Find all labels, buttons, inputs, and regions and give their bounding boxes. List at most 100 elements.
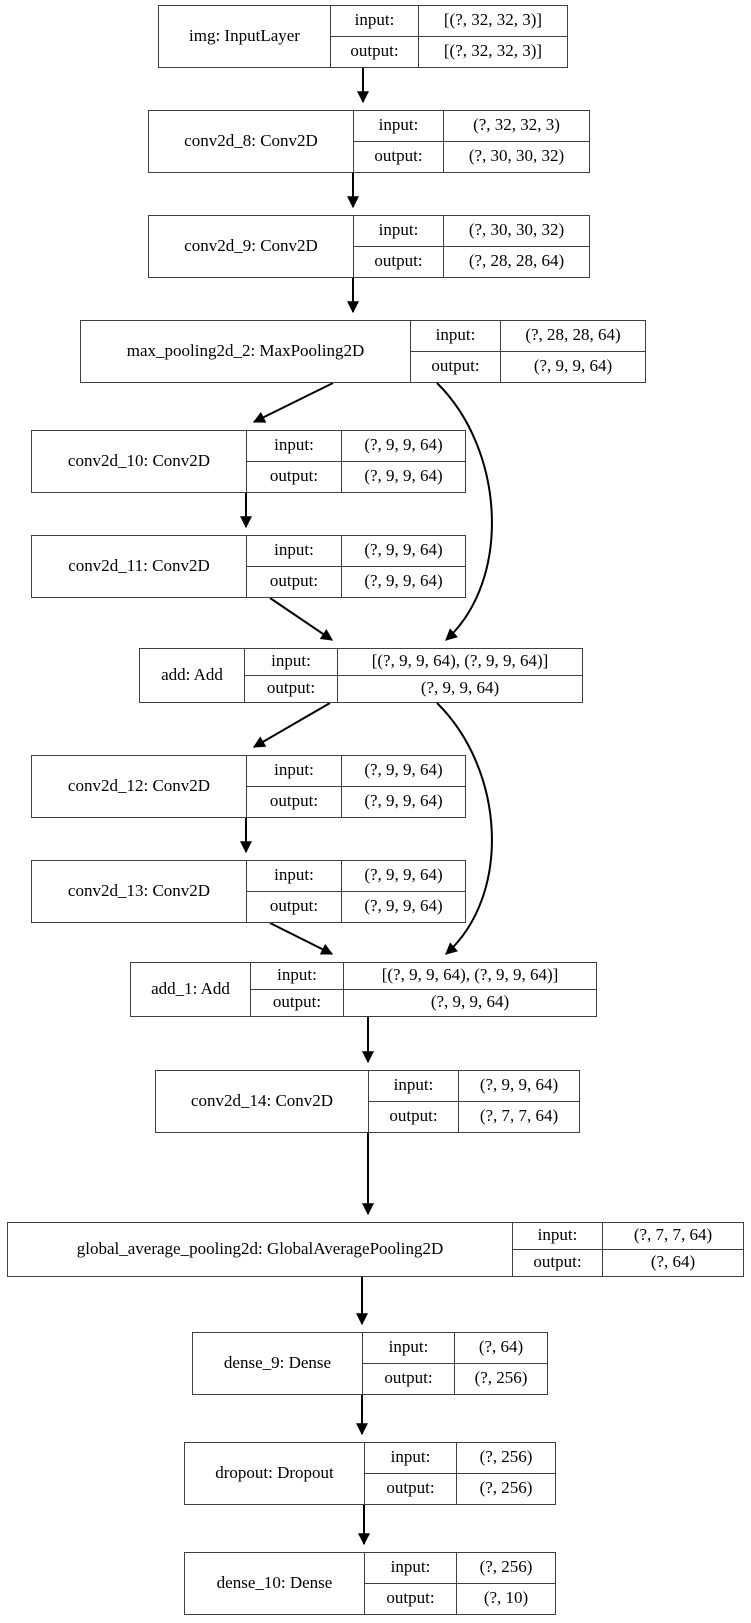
node-input-shape-conv2d_10: (?, 9, 9, 64) (364, 435, 443, 455)
node-output-row-add: output:(?, 9, 9, 64) (245, 675, 582, 702)
node-label-max_pooling2d_2: max_pooling2d_2: MaxPooling2D (81, 321, 411, 382)
node-output-row-conv2d_9: output: (?, 28, 28, 64) (354, 246, 589, 277)
node-input-shape-dense_9: (?, 64) (478, 1337, 524, 1357)
input-label: input: (363, 1333, 455, 1363)
node-input-shape-conv2d_8: (?, 32, 32, 3) (473, 115, 560, 135)
node-output-shape-conv2d_9: (?, 28, 28, 64) (468, 251, 565, 271)
edge-conv2d_11-to-add (269, 597, 333, 641)
node-label-global_average_pooling2d: global_average_pooling2d: GlobalAverageP… (8, 1223, 513, 1276)
node-output-shape-img: [(?, 32, 32, 3)] (443, 41, 543, 61)
input-label: input: (369, 1071, 459, 1101)
output-label: output: (247, 566, 342, 597)
node-input-shape-max_pooling2d_2: (?, 28, 28, 64) (525, 325, 621, 345)
node-output-row-conv2d_10: output:(?, 9, 9, 64) (247, 461, 465, 492)
node-output-shape-dense_9: (?, 256) (474, 1368, 528, 1388)
node-output-shape-conv2d_13: (?, 9, 9, 64) (364, 896, 443, 916)
node-input-shape-conv2d_13: (?, 9, 9, 64) (364, 865, 443, 885)
input-label: input: (365, 1443, 457, 1473)
node-output-shape-conv2d_14: (?, 7, 7, 64) (479, 1106, 559, 1126)
output-label: output: (369, 1101, 459, 1132)
node-output-row-conv2d_14: output: (?, 7, 7, 64) (369, 1101, 579, 1132)
output-label: output: (411, 351, 501, 382)
node-label-conv2d_10: conv2d_10: Conv2D (32, 431, 247, 492)
output-label: output: (247, 786, 342, 817)
node-label-dense_9: dense_9: Dense (193, 1333, 363, 1394)
node-input-row-global_average_pooling2d: input: (?, 7, 7, 64) (513, 1223, 743, 1250)
node-output-row-dense_9: output: (?, 256) (363, 1363, 547, 1394)
node-label-add: add: Add (140, 649, 245, 702)
output-label: output: (363, 1363, 455, 1394)
node-output-shape-dropout: (?, 256) (479, 1478, 533, 1498)
node-output-row-conv2d_11: output:(?, 9, 9, 64) (247, 566, 465, 597)
input-label: input: (513, 1223, 603, 1249)
output-label: output: (354, 246, 444, 277)
input-label: input: (354, 111, 444, 141)
node-output-row-conv2d_8: output:(?, 30, 30, 32) (354, 141, 589, 172)
node-label-dense_10: dense_10: Dense (185, 1553, 365, 1614)
input-label: input: (245, 649, 338, 675)
node-label-img: img: InputLayer (159, 6, 331, 67)
node-label-conv2d_14: conv2d_14: Conv2D (156, 1071, 369, 1132)
node-input-row-conv2d_8: input: (?, 32, 32, 3) (354, 111, 589, 142)
node-label-add_1: add_1: Add (131, 963, 251, 1016)
node-input-shape-add: [(?, 9, 9, 64), (?, 9, 9, 64)] (371, 651, 549, 671)
node-output-shape-conv2d_10: (?, 9, 9, 64) (364, 466, 443, 486)
node-io-table-dropout: input: (?, 256) output: (?, 256) (365, 1443, 555, 1504)
node-input-row-conv2d_10: input:(?, 9, 9, 64) (247, 431, 465, 462)
output-label: output: (354, 141, 444, 172)
input-label: input: (247, 756, 342, 786)
edge-add-to-conv2d_12 (252, 702, 331, 748)
edge-conv2d_13-to-add_1 (269, 922, 334, 955)
node-input-row-dropout: input: (?, 256) (365, 1443, 555, 1474)
node-io-table-max_pooling2d_2: input: (?, 28, 28, 64) output:(?, 9, 9, 64… (411, 321, 645, 382)
output-label: output: (365, 1473, 457, 1504)
node-label-conv2d_12: conv2d_12: Conv2D (32, 756, 247, 817)
node-output-row-img: output: [(?, 32, 32, 3)] (331, 36, 567, 67)
node-input-row-add: input: [(?, 9, 9, 64), (?, 9, 9, 64)] (245, 649, 582, 676)
node-label-conv2d_13: conv2d_13: Conv2D (32, 861, 247, 922)
node-io-table-conv2d_8: input: (?, 32, 32, 3) output:(?, 30, 30, 3… (354, 111, 589, 172)
node-input-shape-global_average_pooling2d: (?, 7, 7, 64) (633, 1225, 713, 1245)
input-label: input: (411, 321, 501, 351)
node-io-table-conv2d_9: input:(?, 30, 30, 32)output:(?, 28, 28, … (354, 216, 589, 277)
node-io-table-add: input: [(?, 9, 9, 64), (?, 9, 9, 64)] outp… (245, 649, 582, 702)
node-output-shape-global_average_pooling2d: (?, 64) (650, 1252, 696, 1272)
node-output-shape-add: (?, 9, 9, 64) (420, 678, 500, 698)
node-input-shape-conv2d_11: (?, 9, 9, 64) (364, 540, 443, 560)
node-global_average_pooling2d: global_average_pooling2d: GlobalAverageP… (7, 1222, 744, 1277)
input-label: input: (251, 963, 344, 989)
edge-max_pooling2d_2-to-conv2d_10 (252, 382, 334, 423)
node-output-row-conv2d_13: output: (?, 9, 9, 64) (247, 891, 465, 922)
node-input-row-dense_10: input:(?, 256) (365, 1553, 555, 1584)
node-io-table-global_average_pooling2d: input:(?, 7, 7, 64)output:(?, 64) (513, 1223, 743, 1276)
node-output-row-dropout: output: (?, 256) (365, 1473, 555, 1504)
node-output-row-conv2d_12: output:(?, 9, 9, 64) (247, 786, 465, 817)
node-input-row-conv2d_14: input:(?, 9, 9, 64) (369, 1071, 579, 1102)
node-label-conv2d_9: conv2d_9: Conv2D (149, 216, 354, 277)
node-io-table-conv2d_14: input:(?, 9, 9, 64)output: (?, 7, 7, 64) (369, 1071, 579, 1132)
node-input-shape-conv2d_9: (?, 30, 30, 32) (468, 220, 565, 240)
node-input-shape-img: [(?, 32, 32, 3)] (443, 10, 543, 30)
output-label: output: (331, 36, 419, 67)
node-io-table-img: input:[(?, 32, 32, 3)]output: [(?, 32, 32… (331, 6, 567, 67)
node-io-table-conv2d_12: input: (?, 9, 9, 64) output:(?, 9, 9, 64) (247, 756, 465, 817)
node-input-row-conv2d_11: input:(?, 9, 9, 64) (247, 536, 465, 567)
node-input-shape-conv2d_12: (?, 9, 9, 64) (364, 760, 443, 780)
node-input-shape-dropout: (?, 256) (479, 1447, 533, 1467)
node-output-row-max_pooling2d_2: output:(?, 9, 9, 64) (411, 351, 645, 382)
edge-max_pooling2d_2-to-add (436, 382, 493, 641)
output-label: output: (247, 891, 342, 922)
node-output-row-dense_10: output: (?, 10) (365, 1583, 555, 1614)
node-output-shape-dense_10: (?, 10) (483, 1588, 529, 1608)
node-input-row-img: input:[(?, 32, 32, 3)] (331, 6, 567, 37)
output-label: output: (365, 1583, 457, 1614)
